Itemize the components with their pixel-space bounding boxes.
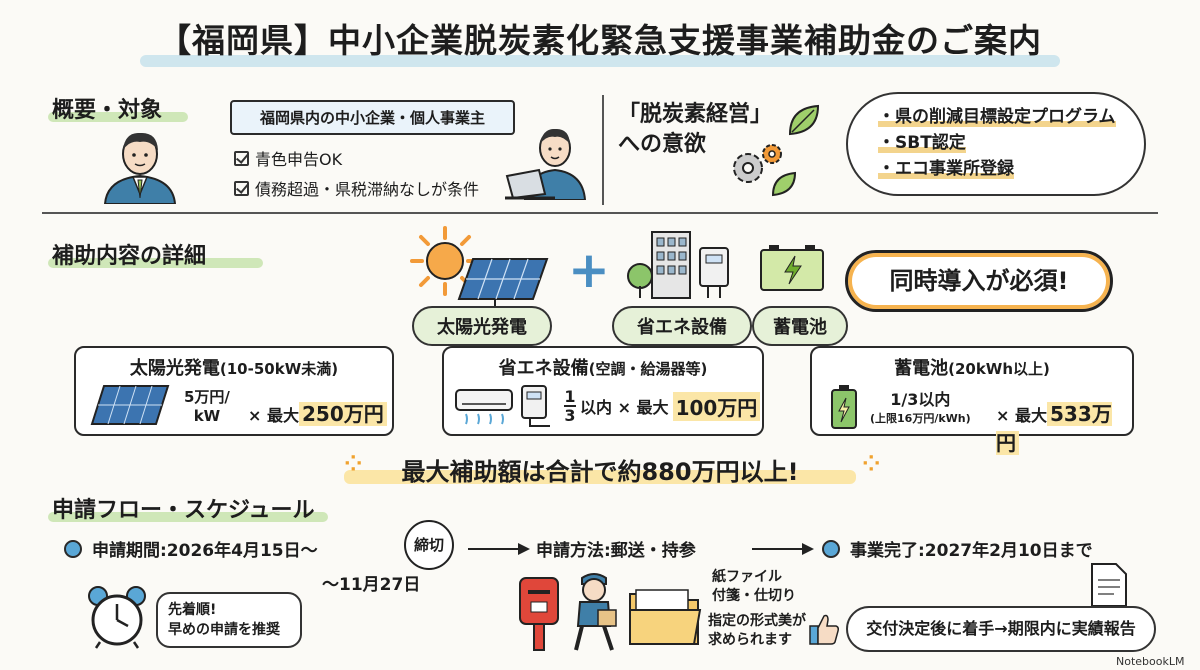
after-decision-cloud: 交付決定後に着手→期限内に実績報告: [846, 606, 1156, 652]
courier-icon: [564, 570, 624, 656]
leaf-icon: [770, 170, 798, 202]
document-icon: [1090, 562, 1128, 612]
building-icon: [626, 228, 736, 304]
solar-panel-icon: [90, 384, 170, 432]
gear-icon: [726, 140, 786, 194]
battery-rate: 1/3以内 (上限16万円/kWh): [870, 390, 971, 425]
page-title: 【福岡県】中小企業脱炭素化緊急支援事業補助金のご案内: [158, 21, 1042, 60]
required-badge: 同時導入が必須!: [845, 250, 1113, 312]
condition-item: 債務超過・県税滞納なしが条件: [234, 176, 479, 200]
period-end: 〜11月27日: [322, 575, 421, 595]
sparkle-icon: ⁘: [862, 452, 881, 477]
person-icon: [95, 124, 185, 205]
condition-text: 青色申告OK: [255, 150, 343, 169]
section-divider: [42, 212, 1158, 214]
pill-battery: 蓄電池: [752, 306, 848, 346]
details-heading: 補助内容の詳細: [52, 244, 207, 269]
checkbox-icon: [234, 150, 249, 166]
checkbox-icon: [234, 180, 249, 196]
condition-item: 青色申告OK: [234, 146, 479, 170]
battery-icon: [830, 384, 858, 434]
flow-step-period: 申請期間:2026年4月15日〜: [64, 536, 318, 561]
flow-arrow-icon: [752, 543, 814, 555]
program-item: ・エコ事業所登録: [878, 159, 1014, 179]
fraction: 1 3: [564, 387, 576, 425]
sparkle-icon: ⁘: [344, 452, 363, 477]
card-title: 省エネ設備(空調・給湯器等): [498, 358, 708, 379]
leaf-icon: [786, 102, 822, 142]
completion-text: 事業完了:2027年2月10日まで: [850, 541, 1093, 561]
eco-rate: 1 3 以内 × 最大 100万円: [564, 387, 761, 425]
battery-icon: [757, 242, 827, 296]
first-come-text: 先着順!: [168, 602, 217, 618]
section-divider: [602, 95, 604, 205]
recommend-text: 早めの申請を推奨: [168, 622, 280, 638]
card-title: 蓄電池(20kWh以上): [894, 358, 1050, 379]
pill-eco: 省エネ設備: [612, 306, 752, 346]
notebooklm-logo: NotebookLM: [1116, 655, 1185, 668]
program-list: ・県の削減目標設定プログラム ・SBT認定 ・エコ事業所登録: [878, 104, 1144, 182]
condition-text: 債務超過・県税滞納なしが条件: [255, 180, 480, 199]
overview-heading: 概要・対象: [52, 98, 163, 123]
speech-bubble: 先着順! 早めの申請を推奨: [156, 592, 302, 648]
program-item: ・SBT認定: [878, 133, 966, 153]
step-dot-icon: [64, 539, 82, 558]
pill-solar: 太陽光発電: [412, 306, 552, 346]
motivation-line1: 「脱炭素経営」: [618, 102, 773, 127]
solar-panel-icon: [455, 255, 550, 314]
laptop-worker-icon: [505, 118, 590, 201]
program-cloud: ・県の削減目標設定プログラム ・SBT認定 ・エコ事業所登録: [846, 92, 1146, 196]
plus-icon: +: [568, 241, 610, 299]
motivation-line2: への意欲: [618, 132, 707, 157]
sun-icon: [410, 226, 480, 300]
program-item: ・県の削減目標設定プログラム: [878, 107, 1116, 127]
air-conditioner-icon: [454, 388, 514, 432]
total-text: 最大補助額は合計で約880万円以上!: [401, 458, 799, 486]
thumbs-up-icon: [808, 612, 840, 650]
format-note: 指定の形式美が 求められます: [708, 613, 806, 648]
step-dot-icon: [822, 539, 840, 558]
alarm-clock-icon: [86, 584, 148, 654]
flow-heading: 申請フロー・スケジュール: [52, 498, 315, 523]
mailbox-icon: [516, 574, 562, 656]
total-banner: 最大補助額は合計で約880万円以上!: [344, 452, 856, 486]
conditions-list: 青色申告OK 債務超過・県税滞納なしが条件: [234, 146, 479, 200]
solar-rate: 5万円/ kW: [184, 388, 230, 425]
motivation-text: 「脱炭素経営」 への意欲: [618, 100, 772, 160]
eco-card: 省エネ設備(空調・給湯器等) 1 3 以内 × 最大 100万円: [442, 346, 764, 436]
flow-arrow-icon: [468, 543, 530, 555]
flow-step-completion: 事業完了:2027年2月10日まで: [822, 536, 1093, 561]
target-banner: 福岡県内の中小企業・個人事業主: [230, 100, 515, 135]
folder-icon: [628, 586, 702, 652]
method-text: 申請方法:郵送・持参: [536, 541, 696, 561]
deadline-badge: 締切: [404, 520, 454, 570]
file-note: 紙ファイル 付箋・仕切り: [712, 569, 796, 604]
period-label: 申請期間:2026年4月15日〜: [92, 541, 318, 561]
water-heater-icon: [518, 384, 554, 434]
card-title: 太陽光発電(10-50kW未満): [129, 358, 339, 379]
